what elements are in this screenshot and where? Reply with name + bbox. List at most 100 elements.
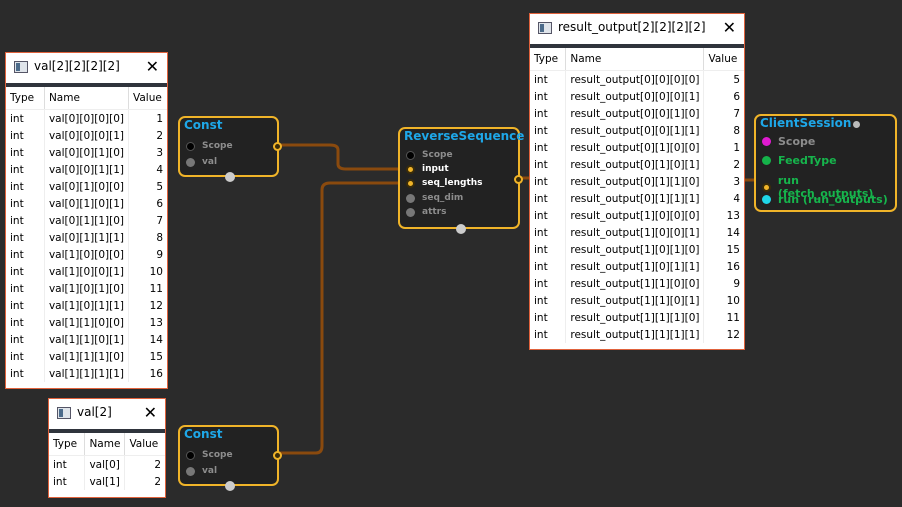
port-label: seq_dim	[422, 193, 464, 203]
port-feedtype[interactable]: FeedType	[762, 154, 837, 167]
port-run-fetch-outputs[interactable]: run (fetch_outputs)	[762, 174, 895, 200]
port-scope[interactable]: Scope	[762, 135, 815, 148]
node-reverse-sequence[interactable]: ReverseSequence Scope input seq_lengths …	[398, 127, 524, 234]
cell-name: val[0][1][0][0]	[44, 178, 130, 195]
output-port-icon[interactable]	[273, 142, 282, 151]
cell-value: 14	[726, 226, 740, 239]
cell-type: int	[49, 455, 86, 473]
cell-value: 13	[149, 316, 163, 329]
output-port-icon[interactable]	[514, 175, 523, 184]
window-titlebar[interactable]: val[2][2][2][2] ✕	[6, 53, 167, 83]
window-icon	[57, 407, 71, 419]
port-scope[interactable]: Scope	[186, 141, 233, 151]
window-titlebar[interactable]: result_output[2][2][2][2] ✕	[530, 14, 744, 44]
cell-name: result_output[0][0][1][0]	[565, 105, 705, 122]
column-header[interactable]: Name	[44, 87, 130, 110]
node-client-session[interactable]: ClientSession Scope FeedType run (fetch_…	[754, 114, 897, 212]
cell-type: int	[6, 229, 45, 246]
cell-type: int	[6, 212, 45, 229]
cell-name: val[0][1][1][1]	[44, 229, 130, 246]
column-header[interactable]: Type	[530, 48, 567, 71]
cell-value: 2	[154, 458, 161, 471]
close-icon[interactable]: ✕	[722, 18, 736, 37]
cell-name: result_output[1][0][0][1]	[565, 224, 705, 241]
bottom-port-icon[interactable]	[225, 481, 235, 491]
close-icon[interactable]: ✕	[145, 57, 159, 76]
port-run-run-outputs[interactable]: run (run_outputs)	[762, 193, 888, 206]
cell-name: val[0][0][0][1]	[44, 127, 130, 144]
cell-value: 2	[156, 129, 163, 142]
window-titlebar[interactable]: val[2] ✕	[49, 399, 165, 429]
port-seq-dim[interactable]: seq_dim	[406, 193, 463, 203]
port-label: run (run_outputs)	[778, 193, 888, 206]
cell-name: val[1][1][0][0]	[44, 314, 130, 331]
cell-value: 6	[156, 197, 163, 210]
port-label: run (fetch_outputs)	[777, 174, 874, 200]
cell-type: int	[6, 195, 45, 212]
column-header[interactable]: Value	[124, 433, 165, 456]
port-scope[interactable]: Scope	[186, 450, 233, 460]
close-icon[interactable]: ✕	[143, 403, 157, 422]
node-const-1[interactable]: Const Scope val	[178, 116, 282, 182]
column-header[interactable]: Value	[703, 48, 744, 71]
cell-value: 16	[726, 260, 740, 273]
column-header[interactable]: Name	[565, 48, 705, 71]
port-val[interactable]: val	[186, 466, 217, 476]
cell-type: int	[6, 331, 45, 348]
column-header[interactable]: Type	[49, 433, 86, 456]
column-header[interactable]: Type	[6, 87, 45, 110]
output-port-icon[interactable]	[273, 451, 282, 460]
node-const-2[interactable]: Const Scope val	[178, 425, 282, 491]
port-seq-lengths[interactable]: seq_lengths	[406, 178, 483, 188]
column-header[interactable]: Name	[84, 433, 126, 456]
bottom-port-icon[interactable]	[456, 224, 466, 234]
cell-name: result_output[0][0][0][0]	[565, 70, 705, 88]
cell-name: val[0][0][0][0]	[44, 109, 130, 127]
port-scope[interactable]: Scope	[406, 150, 453, 160]
port-attrs[interactable]: attrs	[406, 207, 446, 217]
port-val[interactable]: val	[186, 157, 217, 167]
bottom-port-icon[interactable]	[225, 172, 235, 182]
port-input[interactable]: input	[406, 164, 449, 174]
column-header[interactable]: Value	[128, 87, 167, 110]
